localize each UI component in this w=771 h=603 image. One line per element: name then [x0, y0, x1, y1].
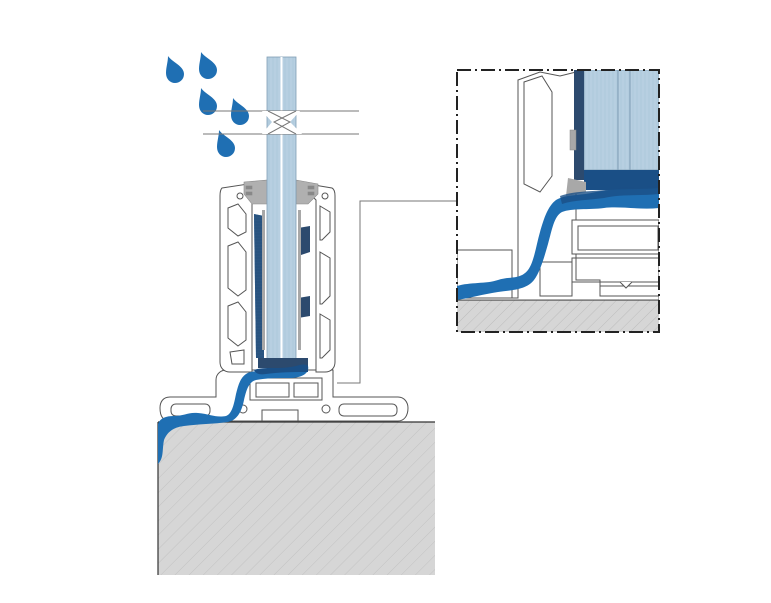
water-ingress	[158, 364, 309, 464]
glass-panel	[203, 56, 359, 361]
raindrop-icon	[166, 56, 184, 83]
raindrops	[166, 52, 249, 157]
raindrop-icon	[217, 130, 235, 157]
concrete-slab	[157, 421, 435, 575]
top-seals	[243, 179, 319, 205]
break-line	[203, 110, 359, 135]
raindrop-icon	[199, 88, 217, 115]
detail-callout	[456, 69, 660, 333]
detail-border	[456, 69, 660, 333]
aluminium-base-shoe	[159, 183, 409, 422]
callout-leader	[337, 200, 457, 384]
raindrop-icon	[199, 52, 217, 79]
rubber-gaskets	[254, 210, 310, 368]
